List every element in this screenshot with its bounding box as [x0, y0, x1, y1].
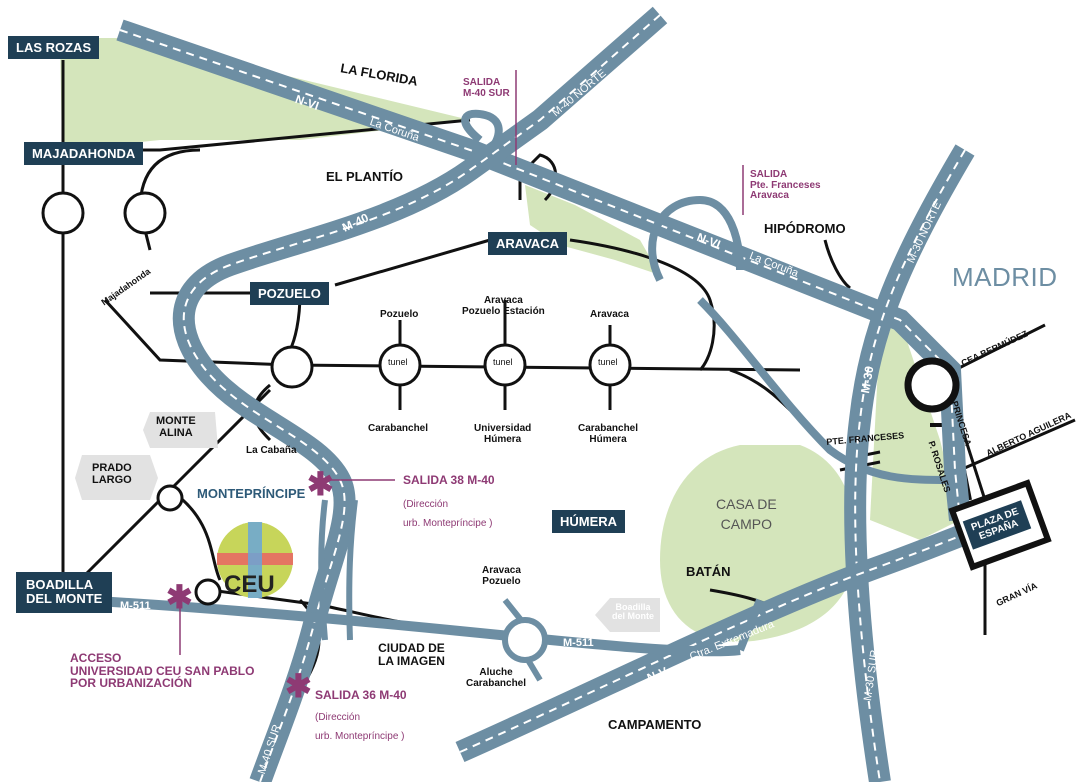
- exit-36-detail: (Dirección urb. Montepríncipe ): [315, 708, 405, 746]
- exit-36-detail-1: (Dirección: [315, 712, 361, 723]
- monte-line-1: MONTE: [156, 415, 196, 427]
- exit-m40-sur-line-2: M-40 SUR: [463, 87, 510, 99]
- carab-humera-1: Carabanchel: [578, 423, 639, 434]
- asterisks: ✱ ✱ ✱: [166, 466, 334, 704]
- monte-line-2: ALINA: [159, 426, 193, 439]
- exit-38-detail-2: urb. Montepríncipe ): [403, 518, 493, 529]
- label-aluche: Aluche Carabanchel: [466, 667, 527, 689]
- box-pozuelo: POZUELO: [250, 282, 329, 306]
- exit-pte-line-3: Aravaca: [750, 190, 789, 201]
- box-majadahonda: MAJADAHONDA: [24, 142, 144, 166]
- exit-pte-line-2: Pte. Franceses: [750, 179, 821, 191]
- box-boadilla: BOADILLA DEL MONTE: [16, 572, 113, 613]
- exit-pte-franceses: SALIDA Pte. Franceses Aravaca: [750, 169, 821, 202]
- aravaca-pozuelo-2: Pozuelo: [482, 575, 521, 587]
- svg-text:✱: ✱: [166, 579, 193, 615]
- prado-largo-shape: [75, 455, 158, 500]
- label-hipodromo: HIPÓDROMO: [764, 221, 846, 236]
- aluche-2: Carabanchel: [466, 677, 527, 689]
- label-monteprincipe: MONTEPRÍNCIPE: [197, 486, 306, 501]
- park-madrid-west: [870, 320, 960, 540]
- label-tunel-1: tunel: [388, 357, 408, 367]
- universidad-2: Húmera: [484, 433, 522, 445]
- prado-line-1: PRADO: [92, 462, 132, 474]
- label-pozuelo-top: Pozuelo: [380, 309, 419, 320]
- tag-monte-alina: MONTE ALINA: [156, 415, 196, 439]
- label-universidad: Universidad Húmera: [474, 423, 532, 445]
- aravaca-estacion-2: Pozuelo Estación: [462, 305, 545, 317]
- svg-text:✱: ✱: [285, 668, 312, 704]
- label-tunel-3: tunel: [598, 357, 618, 367]
- boadilla-arrow-shape: [595, 598, 660, 632]
- svg-text:✱: ✱: [307, 466, 334, 502]
- park-aravaca: [525, 185, 660, 275]
- boadilla-arrow-line-1: Boadilla: [615, 602, 651, 612]
- prado-line-2: LARGO: [92, 473, 132, 486]
- exit-pte-line-1: SALIDA: [750, 169, 788, 180]
- exit-markers: [179, 70, 744, 655]
- exit-36: SALIDA 36 M-40: [315, 688, 407, 702]
- ciudad-line-1: CIUDAD DE: [378, 641, 445, 655]
- boadilla-arrow-line-2: del Monte: [612, 611, 654, 622]
- carab-humera-2: Húmera: [589, 433, 627, 445]
- exit-acceso-ceu: ACCESO UNIVERSIDAD CEU SAN PABLO POR URB…: [70, 652, 254, 690]
- label-batan: BATÁN: [686, 564, 731, 579]
- label-casa-de-campo: CASA DE CAMPO: [716, 495, 777, 534]
- aravaca-pozuelo-1: Aravaca: [482, 565, 521, 576]
- label-aravaca-pozuelo: Aravaca Pozuelo: [482, 565, 521, 587]
- label-el-plantio: EL PLANTÍO: [326, 169, 404, 184]
- ciudad-line-2: LA IMAGEN: [378, 653, 445, 668]
- exit-38-detail: (Dirección urb. Montepríncipe ): [403, 495, 493, 533]
- exit-38: SALIDA 38 M-40: [403, 473, 495, 487]
- label-aravaca-top: Aravaca: [590, 309, 629, 320]
- label-ciudad-imagen: CIUDAD DE LA IMAGEN: [378, 642, 445, 667]
- label-carabanchel: Carabanchel: [368, 423, 429, 434]
- label-tunel-2: tunel: [493, 357, 513, 367]
- roundabouts: [41, 191, 960, 663]
- box-aravaca: ARAVACA: [488, 232, 568, 256]
- boadilla-line-2: DEL MONTE: [26, 591, 103, 607]
- exit-m40-sur: SALIDA M-40 SUR: [463, 77, 510, 99]
- boadilla-line-1: BOADILLA: [26, 577, 94, 592]
- tag-prado-largo: PRADO LARGO: [92, 462, 132, 486]
- exit-m40-sur-line-1: SALIDA: [463, 77, 501, 88]
- casa-line-1: CASA DE: [716, 496, 777, 512]
- ceu-logo-shape: [217, 522, 293, 598]
- city-madrid: MADRID: [952, 262, 1058, 292]
- exit-36-detail-2: urb. Montepríncipe ): [315, 731, 405, 742]
- label-la-cabana: La Cabaña: [246, 445, 297, 456]
- ceu-logo-text: CEU: [224, 571, 275, 598]
- monte-alina-shape: [143, 412, 218, 448]
- universidad-1: Universidad: [474, 423, 532, 434]
- label-carabanchel-humera: Carabanchel Húmera: [578, 423, 639, 445]
- highways: [79, 6, 980, 782]
- acceso-line-1: ACCESO: [70, 651, 122, 665]
- road-m511-east: M-511: [563, 637, 594, 649]
- box-humera: HÚMERA: [552, 510, 626, 534]
- acceso-line-2: UNIVERSIDAD CEU SAN PABLO: [70, 663, 255, 678]
- tag-boadilla-arrow: Boadilla del Monte: [612, 602, 654, 622]
- box-las-rozas: LAS ROZAS: [8, 36, 100, 60]
- acceso-line-3: POR URBANIZACIÓN: [70, 676, 192, 691]
- label-aravaca-estacion: Aravaca Pozuelo Estación: [462, 295, 545, 317]
- aravaca-estacion-1: Aravaca: [483, 295, 523, 306]
- exit-38-detail-1: (Dirección: [403, 499, 449, 510]
- road-m511-west: M-511: [120, 600, 151, 612]
- casa-line-2: CAMPO: [720, 515, 773, 532]
- aluche-1: Aluche: [479, 667, 513, 678]
- label-campamento: CAMPAMENTO: [608, 717, 702, 732]
